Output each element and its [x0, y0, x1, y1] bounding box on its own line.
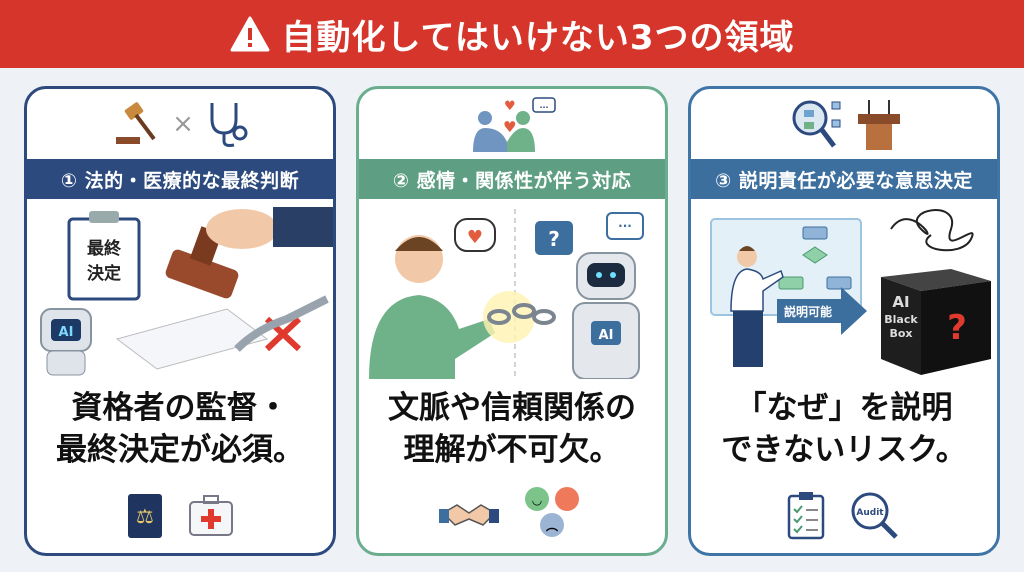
robot-illustration: AI: [572, 252, 640, 380]
podium-icon: [858, 100, 900, 150]
illustration-final-decision: 最終 決定 AI: [27, 199, 333, 379]
svg-text:···: ···: [618, 219, 632, 233]
card-emotional-relationship: ♥ ♥... ② 感情・関係性が伴う対応 ♥ ? ··· AI 文脈や信頼関係の理…: [356, 86, 668, 556]
stamp-hand-icon: [165, 207, 333, 299]
tangled-lines: [890, 209, 974, 252]
broken-chain-icon: [483, 291, 556, 343]
card-title: ③ 説明責任が必要な意思決定: [691, 159, 997, 199]
svg-text:⚖: ⚖: [136, 504, 154, 528]
document-label-1: 最終: [87, 238, 122, 259]
card-legal-medical: × ① 法的・医療的な最終判断 最終 決定 AI 資格者の監督・最終決定が必須。…: [24, 86, 336, 556]
card-message: 資格者の監督・最終決定が必須。: [27, 387, 333, 471]
explainable-arrow: 説明可能: [777, 287, 867, 335]
illustration-explainable-vs-blackbox: 説明可能 AI Black Box ?: [691, 199, 997, 379]
magnifier-flowchart-icon: [792, 100, 841, 148]
card-header-icons: [691, 89, 997, 159]
message-line-1: 資格者の監督・: [71, 390, 289, 426]
audit-label: Audit: [856, 508, 884, 518]
card-accountability: ③ 説明責任が必要な意思決定 説明可能 AI Black Box ? 「なぜ」を…: [688, 86, 1000, 556]
message-line-1: 文脈や信頼関係の: [388, 390, 636, 426]
card-header-icons: ♥ ♥...: [359, 89, 665, 159]
message-line-2: できないリスク。: [721, 432, 967, 468]
emotion-faces-icon: ◡︵: [525, 487, 579, 537]
box-question-mark: ?: [947, 308, 967, 348]
card-title: ② 感情・関係性が伴う対応: [359, 159, 665, 199]
box-label-2: Black: [884, 313, 918, 326]
people-hearts-icon: ♥ ♥...: [473, 97, 556, 152]
box-label-3: Box: [889, 327, 912, 340]
robot-icon: AI: [40, 308, 92, 376]
title-banner: 自動化してはいけない3つの領域: [0, 0, 1024, 68]
card-message: 文脈や信頼関係の理解が不可欠。: [359, 387, 665, 471]
times-icon: ×: [172, 109, 194, 139]
robot-label: AI: [59, 325, 74, 340]
svg-text:◡: ◡: [532, 493, 541, 507]
question-bubble-icon: ?: [535, 221, 573, 255]
card-message: 「なぜ」を説明できないリスク。: [691, 387, 997, 471]
box-label-1: AI: [892, 293, 909, 311]
message-line-2: 理解が不可欠。: [403, 432, 621, 468]
chat-bubble-icon: ···: [606, 212, 644, 240]
gavel-icon: [116, 102, 156, 144]
svg-text:♥: ♥: [504, 99, 516, 114]
person-illustration: [369, 235, 495, 379]
audit-magnifier-icon: Audit: [851, 492, 898, 539]
svg-text:︵: ︵: [545, 519, 559, 533]
heart-bubble-icon: ♥: [454, 218, 496, 252]
card-title: ① 法的・医療的な最終判断: [27, 159, 333, 199]
first-aid-kit-icon: [189, 495, 233, 536]
black-box-icon: AI Black Box ?: [881, 269, 991, 375]
stethoscope-icon: [210, 103, 248, 147]
illustration-human-vs-robot: ♥ ? ··· AI: [359, 199, 665, 380]
clipboard-icon: 最終 決定: [67, 211, 141, 301]
presenter-illustration: [730, 246, 784, 367]
robot-label: AI: [599, 328, 614, 343]
message-line-1: 「なぜ」を説明: [735, 390, 953, 426]
handshake-icon: [439, 504, 499, 526]
law-book-icon: ⚖: [128, 494, 162, 538]
svg-text:...: ...: [539, 101, 548, 110]
card-header-icons: ×: [27, 89, 333, 159]
page-title: 自動化してはいけない3つの領域: [281, 17, 795, 58]
document-label-2: 決定: [87, 263, 121, 284]
svg-text:♥: ♥: [503, 118, 516, 136]
svg-text:♥: ♥: [467, 227, 483, 248]
message-line-2: 最終決定が必須。: [56, 432, 304, 468]
paper-document: [115, 308, 269, 370]
robot-hand: [234, 295, 329, 352]
checklist-icon: [787, 492, 825, 540]
flowchart: [778, 226, 852, 290]
arrow-label: 説明可能: [784, 304, 832, 319]
question-mark: ?: [548, 227, 560, 251]
warning-icon: [230, 16, 270, 52]
